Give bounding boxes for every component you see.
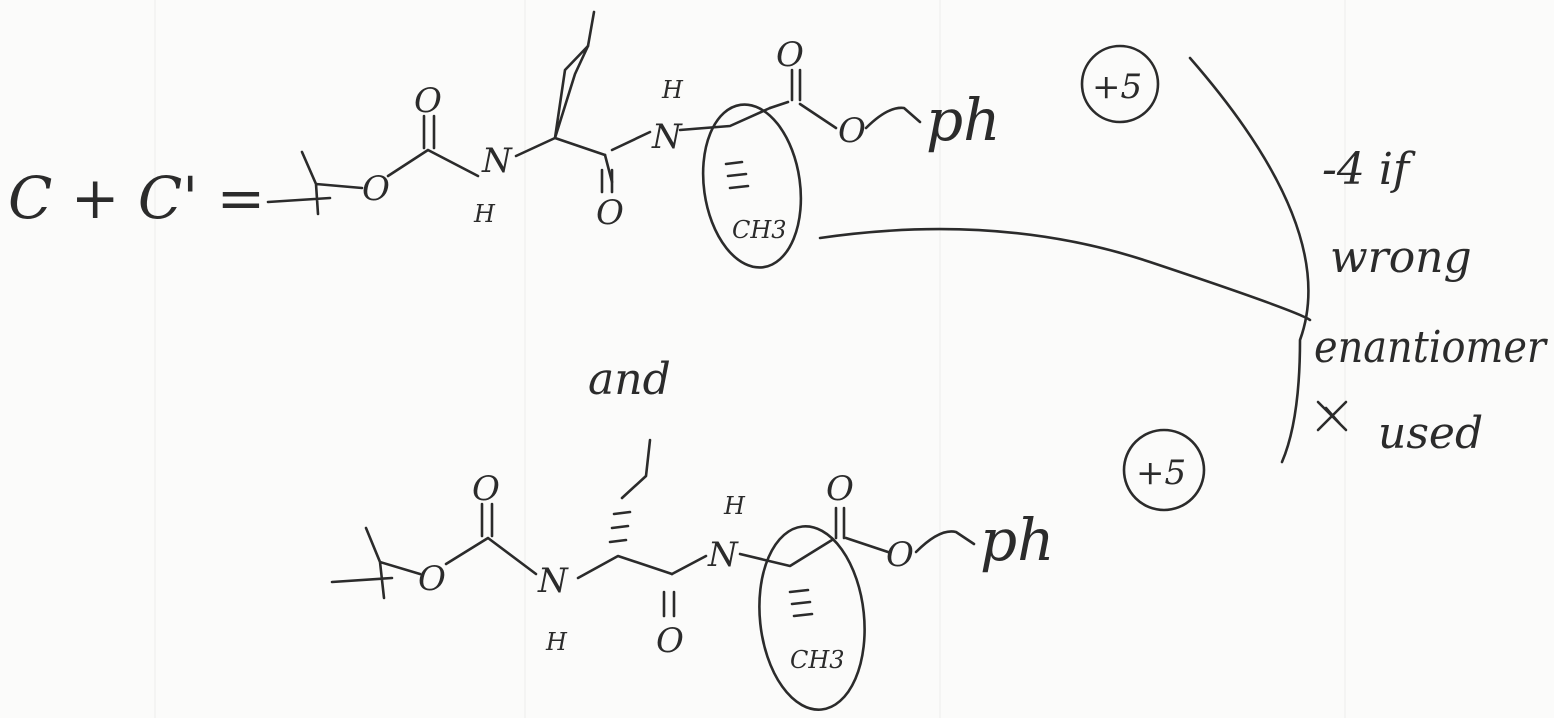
top-o-amide: O [596, 193, 624, 233]
top-o-ester-1: O [362, 169, 390, 209]
bottom-o-carbonyl-1: O [472, 469, 500, 509]
ester-bond [798, 102, 838, 130]
hashed-bond [724, 160, 750, 190]
wedge-bond [553, 44, 590, 140]
top-methyl: CH3 [732, 216, 787, 244]
bottom-o-carbonyl-2: O [826, 469, 854, 509]
top-o-carbonyl-2: O [776, 35, 804, 75]
backbone-bond [514, 136, 607, 158]
double-bond [600, 168, 614, 194]
hashed-bond [608, 510, 632, 544]
carbamate-bonds [444, 536, 538, 576]
bottom-o-ester-1: O [418, 559, 446, 599]
benzyl-bond [914, 530, 976, 554]
backbone-bond [576, 554, 674, 580]
connector-line [818, 227, 1312, 322]
top-h-1: H [473, 200, 496, 228]
bottom-score: +5 [1136, 453, 1186, 493]
top-structure: O O N H O H N CH3 O O ph +5 [266, 10, 1160, 269]
top-score-circle [1080, 44, 1160, 124]
ethyl-chain [586, 10, 596, 48]
amide-bond [670, 554, 708, 576]
bottom-ph: ph [980, 506, 1054, 574]
benzyl-bond [864, 106, 922, 130]
top-h-2: H [661, 76, 684, 104]
top-n-1: N [481, 141, 513, 181]
bottom-n-1: N [537, 561, 569, 601]
methyl-circle [701, 103, 803, 269]
bottom-o-amide: O [656, 621, 684, 661]
bottom-o-ester-2: O [886, 535, 914, 575]
double-bond [662, 590, 676, 618]
tert-butyl-group [330, 526, 422, 600]
carbamate-bonds [386, 148, 480, 178]
grading-bracket [1188, 56, 1310, 464]
amide-bond [610, 130, 652, 152]
scribble-mark [1316, 400, 1348, 432]
tert-butyl-group [266, 150, 364, 216]
top-score: +5 [1092, 67, 1142, 107]
comment-line-1: -4 if [1322, 144, 1416, 195]
methyl-circle [758, 525, 866, 711]
bottom-h-2: H [723, 492, 746, 520]
top-ph: ph [926, 86, 1000, 154]
backbone-bond [738, 538, 834, 568]
comment-line-3: enantiomer [1314, 322, 1549, 373]
double-bond [480, 502, 494, 538]
comment-line-2: wrong [1330, 232, 1472, 283]
double-bond [422, 114, 436, 150]
ester-bonds [768, 68, 802, 110]
double-bond [834, 506, 846, 540]
bottom-structure: O O N H O H N CH3 O O ph +5 [330, 428, 1206, 711]
bottom-n-2: N [707, 535, 739, 575]
compound-label: C + C' = [8, 164, 265, 232]
backbone-bond [678, 106, 772, 132]
bottom-methyl: CH3 [790, 646, 845, 674]
comment-line-4: used [1378, 408, 1483, 459]
hashed-bond [788, 588, 814, 618]
top-o-carbonyl-1: O [414, 81, 442, 121]
ethyl-chain [620, 438, 652, 500]
bottom-h-1: H [545, 628, 568, 656]
top-n-2: N [651, 117, 683, 157]
ester-bond [844, 536, 890, 554]
conjunction-and: and [588, 354, 671, 405]
bottom-score-circle [1122, 428, 1206, 512]
grading-comment: -4 if wrong enantiomer used [1314, 144, 1549, 459]
top-o-ester-2: O [838, 111, 866, 151]
